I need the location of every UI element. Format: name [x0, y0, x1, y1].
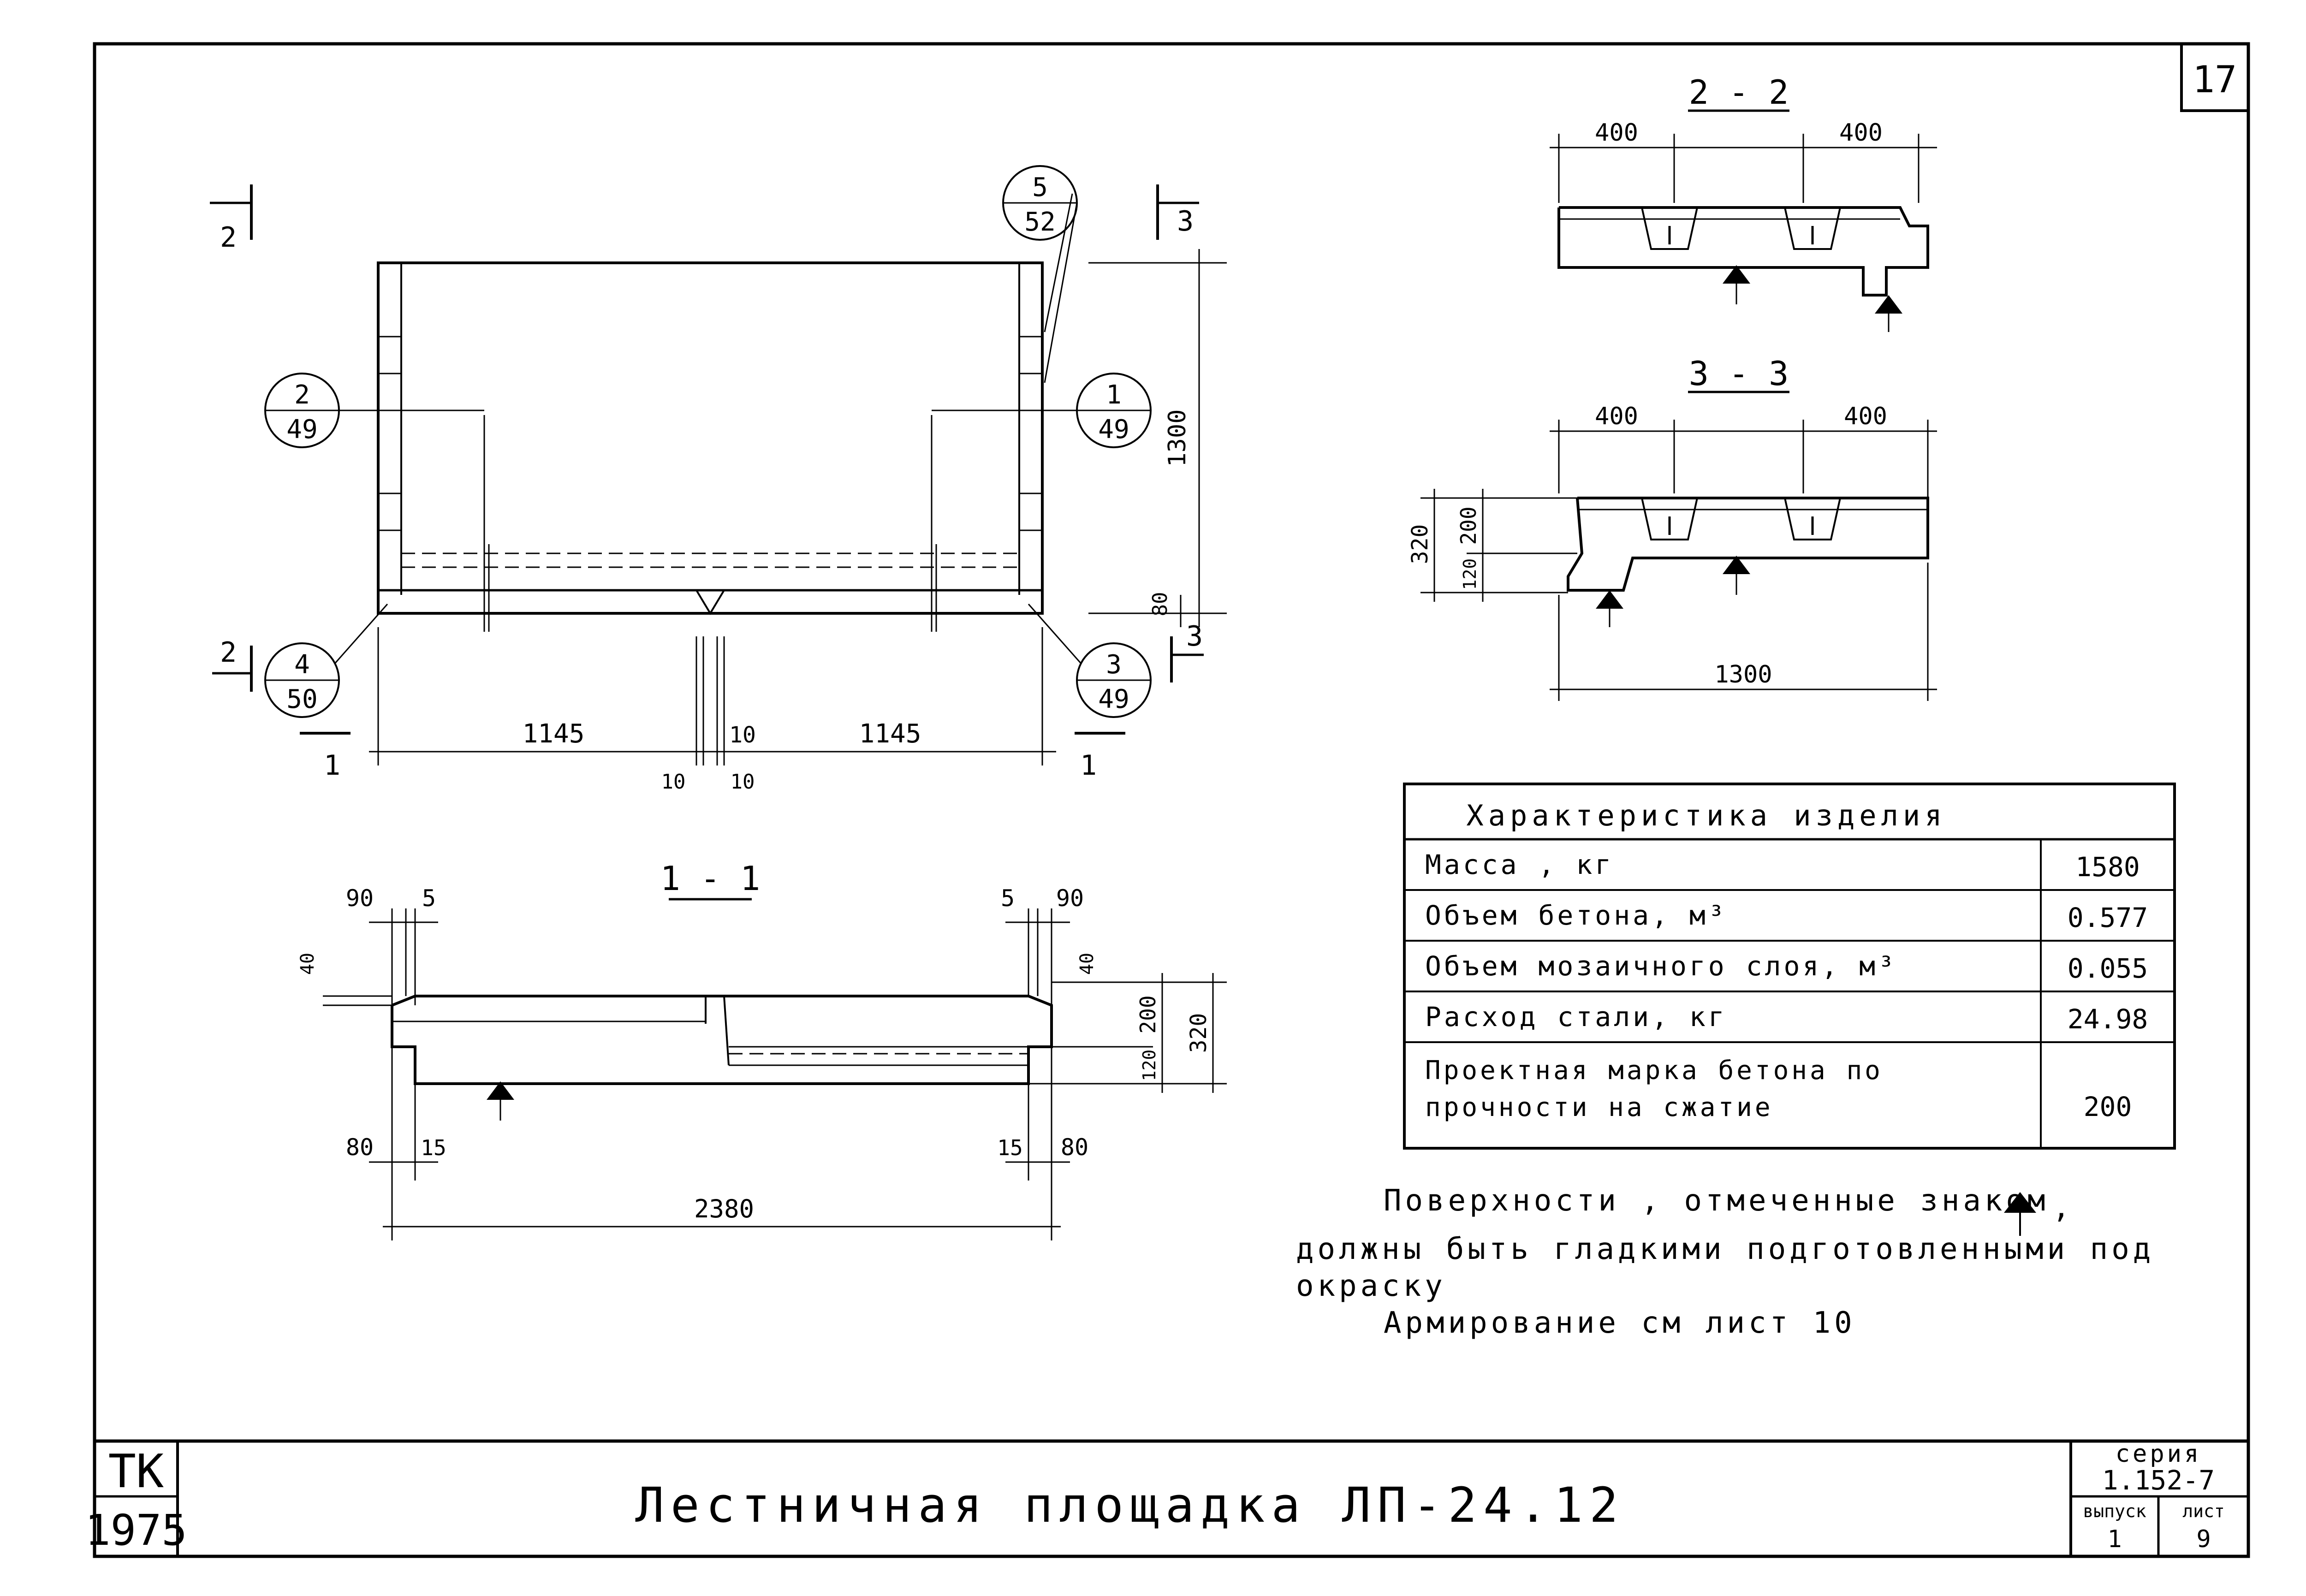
drawing-title: Лестничная площадка ЛП-24.12	[635, 1477, 1624, 1533]
section-3-3-dim-left: 400	[1595, 403, 1638, 430]
spec-row-mosaic-value: 0.055	[2068, 953, 2148, 984]
sheet-value: 9	[2196, 1525, 2211, 1553]
plan-view	[369, 249, 1227, 765]
section-1-1-dim-15-right: 15	[997, 1135, 1022, 1160]
section-1-1-dim-120: 120	[1139, 1050, 1159, 1081]
section-3-3-height-lower: 120	[1460, 558, 1480, 590]
section-1-1-dim-200: 200	[1135, 995, 1160, 1033]
section-1-1-dim-15-left: 15	[421, 1135, 446, 1160]
callout-circles	[264, 165, 1152, 718]
section-1-1-dim-5-right: 5	[1001, 885, 1015, 912]
spec-table-header: Характеристика изделия	[1466, 799, 1946, 832]
callout-1-top: 5	[1032, 172, 1048, 202]
spec-row-grade-label-2: прочности на сжатие	[1425, 1092, 1773, 1122]
callout-4-bottom: 50	[286, 684, 317, 714]
section-1-1-dim-90-right: 90	[1056, 885, 1084, 912]
cut-1-left-label: 1	[324, 749, 340, 782]
smooth-surface-mark-icon	[2004, 1192, 2036, 1213]
issue-value: 1	[2107, 1525, 2122, 1553]
spec-row-mass-value: 1580	[2075, 851, 2140, 883]
section-1-1-dim-40-left: 40	[297, 953, 318, 975]
plan-right-span: 1145	[859, 719, 921, 749]
series-label: серия	[2116, 1440, 2202, 1468]
section-2-2-title: 2 - 2	[1689, 73, 1789, 112]
plan-gap-left-dim: 10	[661, 770, 686, 794]
section-3-3	[1420, 391, 1937, 701]
section-3-3-title: 3 - 3	[1689, 354, 1789, 393]
section-1-1-width: 2380	[694, 1194, 754, 1223]
section-2-2	[1550, 109, 1937, 332]
note-line-3: окраску	[1296, 1269, 1446, 1303]
callout-3-top: 1	[1106, 380, 1122, 410]
section-3-3-height-total: 320	[1407, 524, 1433, 564]
logo-year: 1975	[85, 1506, 187, 1555]
section-1-1-dim-5-left: 5	[422, 885, 436, 912]
issue-label: выпуск	[2083, 1501, 2146, 1521]
section-3-3-height-upper: 200	[1456, 506, 1481, 545]
spec-row-concrete-value: 0.577	[2068, 902, 2148, 933]
section-1-1-dim-80-left: 80	[346, 1134, 374, 1161]
spec-row-mass-label: Масса , кг	[1425, 849, 1614, 880]
sheet-number: 17	[2193, 58, 2237, 101]
section-1-1-dim-40-right: 40	[1076, 953, 1098, 975]
cut-2-bottom-label: 2	[220, 636, 237, 669]
section-1-1-dim-90-left: 90	[346, 885, 374, 912]
sheet-frame	[93, 42, 2250, 1558]
sheet-label: лист	[2182, 1501, 2225, 1521]
note-line-2: должны быть гладкими подготовленными под	[1296, 1232, 2154, 1266]
plan-lower-dim: 80	[1148, 592, 1172, 617]
note-line-1-end: ,	[2052, 1191, 2070, 1225]
cut-1-right-label: 1	[1080, 749, 1097, 782]
plan-left-span: 1145	[523, 719, 585, 749]
callout-2-bottom: 49	[286, 415, 317, 445]
plan-gap-dim: 10	[729, 722, 756, 748]
spec-table	[1403, 783, 2176, 1150]
cut-3-bottom-label: 3	[1186, 620, 1203, 653]
plan-height-dim: 1300	[1164, 409, 1191, 467]
callout-5-top: 3	[1106, 650, 1122, 680]
spec-row-grade-value: 200	[2084, 1091, 2132, 1122]
cut-markers	[210, 184, 1204, 735]
title-block-series	[2071, 1495, 2248, 1556]
spec-row-steel-value: 24.98	[2068, 1003, 2148, 1035]
spec-row-steel-label: Расход стали, кг	[1425, 1001, 1727, 1032]
cut-2-label: 2	[220, 221, 237, 254]
cut-3-label: 3	[1177, 205, 1194, 237]
series-value: 1.152-7	[2102, 1465, 2215, 1496]
spec-row-grade-label-1: Проектная марка бетона по	[1425, 1056, 1883, 1086]
section-2-2-dim-left: 400	[1595, 119, 1638, 147]
note-line-4: Армирование см лист 10	[1384, 1306, 1856, 1340]
section-2-2-dim-right: 400	[1839, 119, 1883, 147]
callout-5-bottom: 49	[1098, 684, 1129, 714]
spec-row-mosaic-label: Объем мозаичного слоя, м³	[1425, 950, 1897, 982]
section-1-1-title: 1 - 1	[660, 859, 761, 898]
section-1-1	[323, 898, 1227, 1240]
callout-4-top: 4	[294, 650, 310, 680]
note-line-1: Поверхности , отмеченные знаком	[1384, 1184, 2049, 1218]
spec-row-concrete-label: Объем бетона, м³	[1425, 900, 1727, 931]
callout-3-bottom: 49	[1098, 415, 1129, 445]
section-1-1-dim-80-right: 80	[1061, 1134, 1088, 1161]
logo-tk: ТК	[108, 1444, 164, 1498]
section-1-1-dim-320: 320	[1186, 1013, 1212, 1053]
plan-gap-right-dim: 10	[731, 770, 755, 794]
section-3-3-dim-right: 400	[1844, 403, 1887, 430]
section-3-3-width: 1300	[1714, 661, 1772, 688]
callout-2-top: 2	[294, 380, 310, 410]
callout-1-bottom: 52	[1024, 207, 1055, 237]
